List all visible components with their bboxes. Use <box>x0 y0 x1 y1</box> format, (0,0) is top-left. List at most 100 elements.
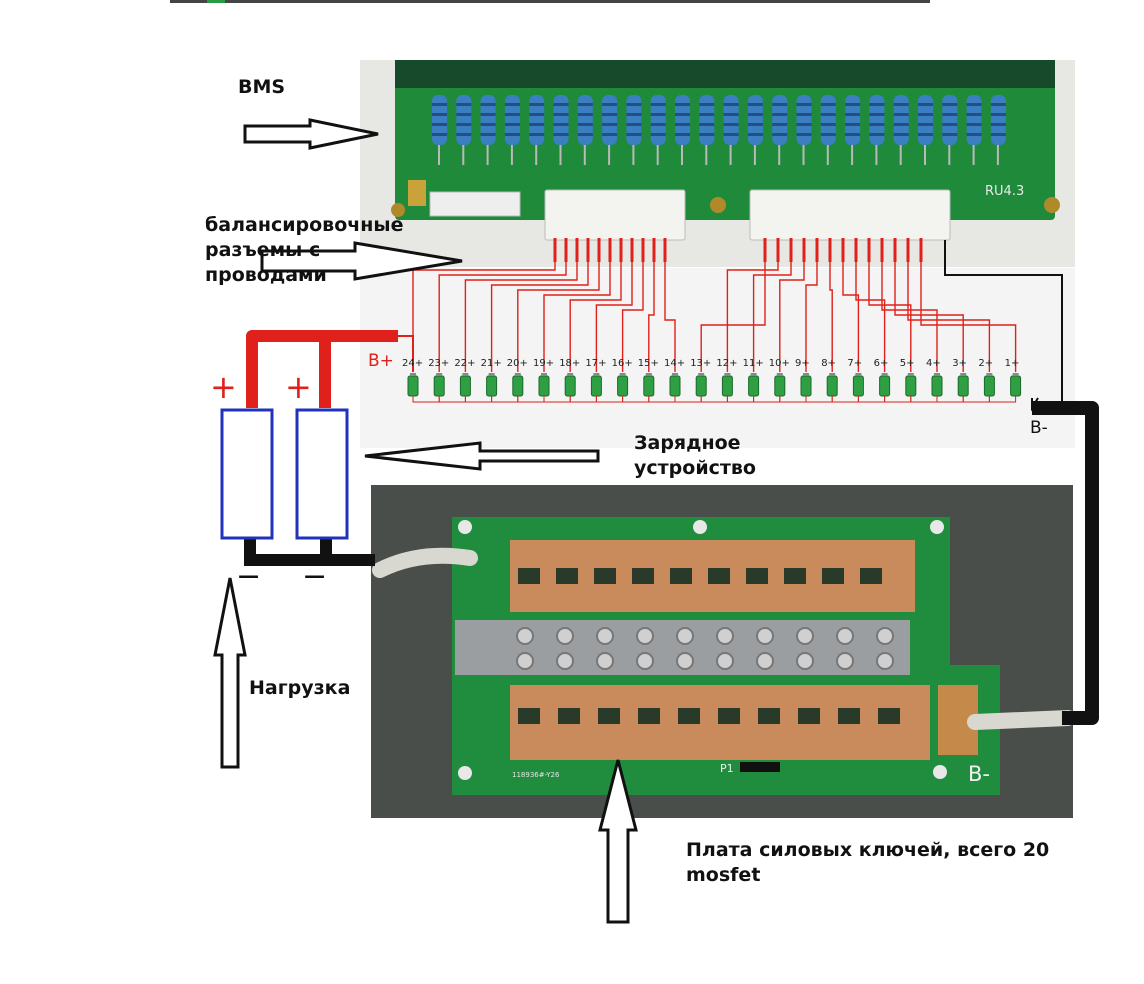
terminal-screw <box>756 652 774 670</box>
charger-device-box <box>295 408 349 540</box>
cell-label: 18+ <box>559 358 580 369</box>
tap-wire <box>543 240 611 372</box>
battery-cell: 2+ <box>978 358 995 397</box>
terminal-screw <box>836 627 854 645</box>
resistor <box>796 95 812 165</box>
plus-sign-left: + <box>210 368 237 406</box>
terminal-screw <box>636 652 654 670</box>
cell-label: 14+ <box>664 358 685 369</box>
charger-label: Зарядное устройство <box>634 431 756 481</box>
cell-label: 1+ <box>1005 358 1020 369</box>
mosfet <box>594 568 616 584</box>
resistor-bank <box>432 95 1006 165</box>
resistor <box>456 95 472 165</box>
tap-wire <box>569 240 622 372</box>
resistor <box>893 95 909 165</box>
tap-wire <box>517 240 600 372</box>
mosfet <box>638 708 660 724</box>
cell-label: 3+ <box>952 358 967 369</box>
cell-row: 24+23+22+21+20+19+18+17+16+15+14+13+12+1… <box>402 358 1022 403</box>
terminal-screw <box>756 627 774 645</box>
mosfet <box>598 708 620 724</box>
terminal-screw <box>876 627 894 645</box>
balance-connector-right <box>749 189 951 241</box>
minus-sign-left: − <box>236 559 261 594</box>
tap-wire <box>881 240 938 372</box>
b-minus-wire <box>944 240 1063 410</box>
resistor <box>869 95 885 165</box>
tap-wire <box>829 240 833 372</box>
terminal-screw <box>516 627 534 645</box>
balance-label-line-3: проводами <box>205 264 327 286</box>
series-link <box>988 396 1017 403</box>
resistor <box>990 95 1006 165</box>
fan-out-wires <box>398 240 1063 410</box>
cell-label: 22+ <box>454 358 475 369</box>
mosfet <box>758 708 780 724</box>
resistor <box>820 95 836 165</box>
balance-label-line-2: разъемы с <box>205 239 321 261</box>
black-negative-wire <box>244 397 1099 725</box>
bms-board: RU4.3 <box>360 60 1075 267</box>
tap-wire <box>805 240 818 372</box>
terminal-screw <box>596 652 614 670</box>
cell-label: 16+ <box>612 358 633 369</box>
cell-label: 4+ <box>926 358 941 369</box>
resistor <box>553 95 569 165</box>
resistor <box>942 95 958 165</box>
cell-label: 23+ <box>428 358 449 369</box>
mosfet <box>678 708 700 724</box>
charger-label-line-1: Зарядное <box>634 432 741 454</box>
cable-right <box>967 710 1076 730</box>
cell-label: 24+ <box>402 358 423 369</box>
bms-label: BMS <box>238 76 286 98</box>
b-minus-label: B- <box>1030 418 1048 438</box>
tap-wire <box>490 240 589 372</box>
arrow-charger <box>364 441 600 471</box>
cell-string: 24+23+22+21+20+19+18+17+16+15+14+13+12+1… <box>360 240 1075 448</box>
resistor <box>529 95 545 165</box>
mosfet <box>718 708 740 724</box>
tap-wire <box>412 240 556 372</box>
tap-wire <box>779 240 805 372</box>
cell-label: 17+ <box>585 358 606 369</box>
mosfet <box>556 568 578 584</box>
mosfet-board: P1 118936#-Y26 B- <box>371 485 1076 818</box>
tap-wire <box>752 240 792 372</box>
cell-label: 11+ <box>743 358 764 369</box>
tap-wire <box>920 240 1017 372</box>
arrow-mosfet <box>598 759 638 924</box>
cell-label: 13+ <box>690 358 711 369</box>
arrow-load <box>213 577 247 769</box>
mosfet <box>518 568 540 584</box>
tap-wire <box>595 240 633 372</box>
terminal-screw <box>796 652 814 670</box>
mosfet-label: Плата силовых ключей, всего 20 mosfet <box>686 838 1049 888</box>
resistor <box>747 95 763 165</box>
tap-wire <box>648 240 655 372</box>
cell-label: 2+ <box>978 358 993 369</box>
resistor <box>675 95 690 165</box>
mosfet <box>784 568 806 584</box>
resistor <box>918 95 933 165</box>
terminal-screw <box>836 652 854 670</box>
mosfet <box>878 708 900 724</box>
board-code: 118936#-Y26 <box>512 771 560 779</box>
resistor <box>504 95 520 165</box>
terminal-screw <box>596 627 614 645</box>
mosfet <box>798 708 820 724</box>
terminal-screw <box>676 652 694 670</box>
terminal-screw <box>676 627 694 645</box>
p1-label: P1 <box>720 762 734 775</box>
cell-label: 6+ <box>874 358 889 369</box>
mosfet <box>670 568 692 584</box>
b-plus-wire <box>398 335 414 372</box>
cell-label: 20+ <box>507 358 528 369</box>
cell-label: 10+ <box>769 358 790 369</box>
mosfet-label-line-1: Плата силовых ключей, всего 20 <box>686 839 1050 861</box>
b-plus-label: B+ <box>368 351 394 371</box>
resistor <box>577 95 593 165</box>
arrow-bms <box>243 118 379 150</box>
tap-wire <box>464 240 578 372</box>
